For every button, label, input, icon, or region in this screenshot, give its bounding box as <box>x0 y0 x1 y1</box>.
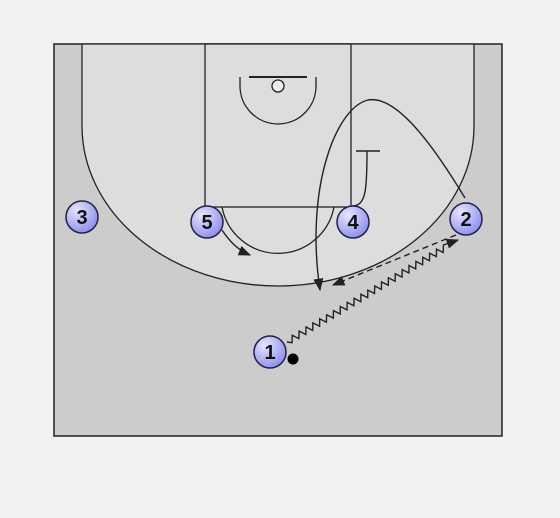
cut-path-2 <box>313 99 466 292</box>
cut-path-5 <box>221 229 252 256</box>
player-marker <box>190 205 224 239</box>
ball-icon <box>287 353 299 365</box>
player-marker <box>336 205 370 239</box>
restricted-arc <box>239 77 317 125</box>
player-label: 5 <box>201 212 212 234</box>
player-label: 3 <box>76 207 87 229</box>
player-3[interactable]: 3 <box>65 200 99 234</box>
player-1[interactable]: 1 <box>253 335 287 369</box>
player-marker <box>65 200 99 234</box>
player-marker <box>253 335 287 369</box>
lane <box>204 43 352 208</box>
player-label: 4 <box>347 212 359 234</box>
free-throw-circle <box>221 206 335 255</box>
player-4[interactable]: 4 <box>336 205 370 239</box>
player-marker <box>449 202 483 236</box>
rim <box>271 79 285 93</box>
player-5[interactable]: 5 <box>190 205 224 239</box>
pass-line <box>331 234 457 286</box>
dribble-path <box>286 238 460 344</box>
player-label: 1 <box>264 342 275 364</box>
player-label: 2 <box>460 209 471 231</box>
player-2[interactable]: 2 <box>449 202 483 236</box>
